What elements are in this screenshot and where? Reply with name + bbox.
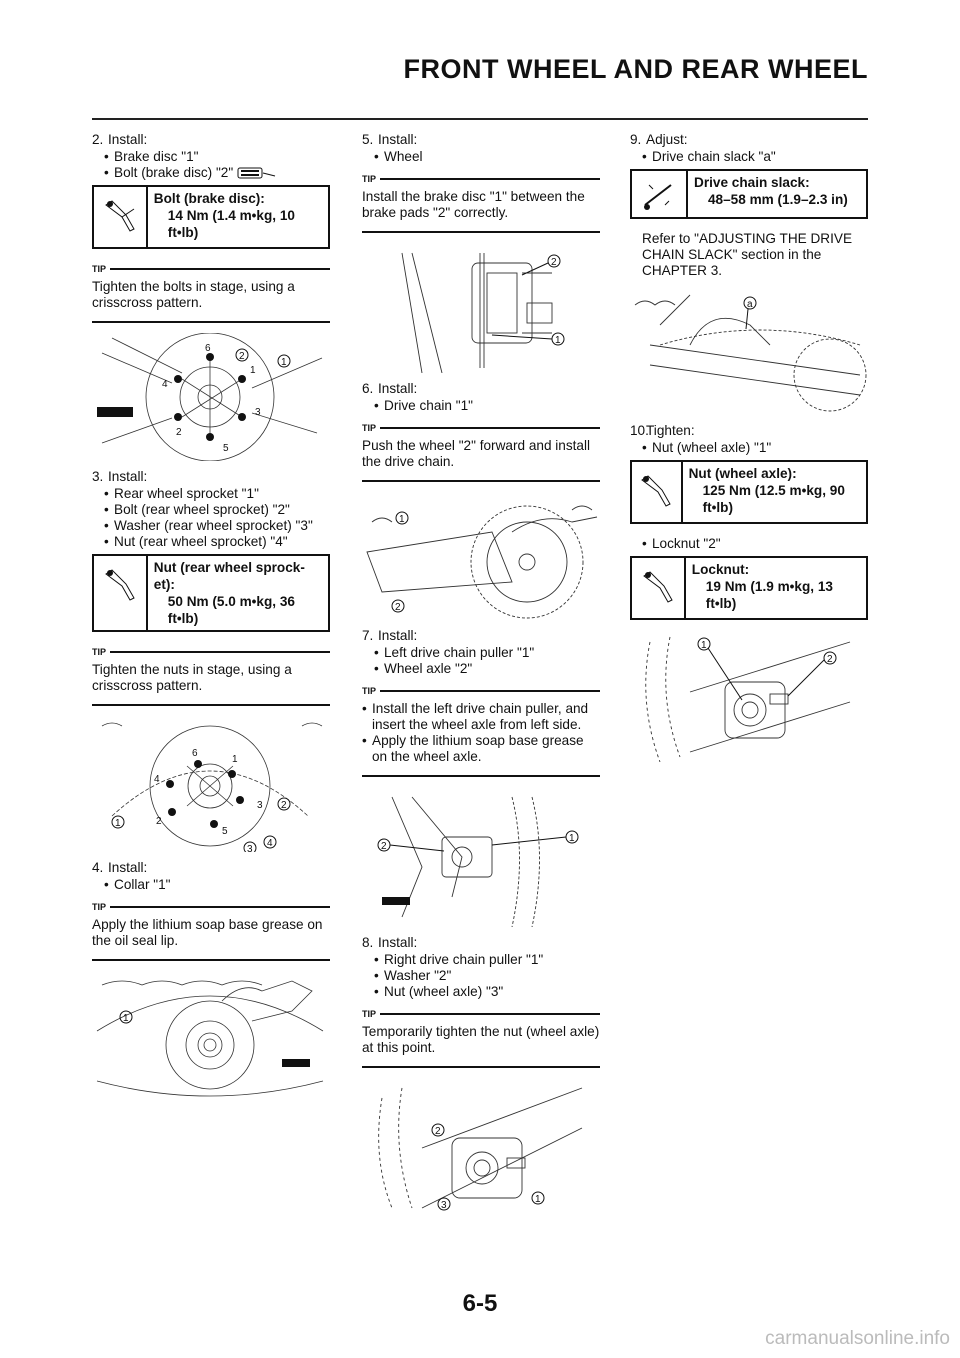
step-2-bullet-1: Brake disc "1"	[104, 149, 330, 165]
step-4: 4.Install:	[92, 860, 148, 875]
torque-box-brake-disc-bolt: Bolt (brake disc):14 Nm (1.4 m•kg, 10 ft…	[92, 185, 330, 249]
axle-nut-figure: 2 3 1	[378, 1087, 583, 1211]
torque-wrench-icon	[105, 569, 135, 601]
svg-text:3: 3	[247, 844, 253, 852]
tip-label: TIP	[92, 261, 330, 277]
column-left: 2.Install: Brake disc "1" Bolt (brake di…	[92, 132, 330, 1107]
chain-slack-figure: a	[634, 294, 867, 412]
svg-text:1: 1	[250, 365, 256, 376]
locknut-figure: 1 2	[645, 636, 851, 762]
svg-text:1: 1	[115, 818, 121, 829]
header-rule	[92, 118, 868, 120]
svg-text:3: 3	[255, 407, 261, 418]
step-10: 10.Tighten:	[630, 423, 695, 438]
torque-box-locknut: Locknut:19 Nm (1.9 m•kg, 13 ft•lb)	[630, 556, 868, 620]
wheel-axle-figure: 2 1	[377, 796, 579, 927]
svg-text:1: 1	[569, 833, 575, 844]
brake-disc-figure: 6 1 3 5 2 4 2 1	[97, 333, 323, 461]
svg-text:2: 2	[551, 257, 557, 268]
svg-text:2: 2	[381, 841, 387, 852]
torque-box-axle-nut: Nut (wheel axle):125 Nm (12.5 m•kg, 90 f…	[630, 460, 868, 524]
svg-text:4: 4	[154, 774, 160, 785]
torque-wrench-icon	[641, 475, 671, 507]
rear-sprocket-figure: 6 1 3 5 2 4 1 2 3 4	[101, 722, 323, 852]
svg-text:1: 1	[701, 640, 707, 651]
svg-text:a: a	[747, 299, 753, 310]
svg-text:2: 2	[239, 351, 245, 362]
page-number: 6-5	[462, 1290, 498, 1317]
svg-text:6: 6	[192, 748, 198, 759]
watermark: carmanualsonline.info	[765, 1328, 950, 1349]
column-middle: 5.Install: Wheel TIP Install the brake d…	[362, 132, 600, 1226]
svg-text:2: 2	[281, 800, 287, 811]
svg-text:5: 5	[222, 826, 228, 837]
svg-text:1: 1	[232, 754, 238, 765]
step-9: 9.Adjust:	[630, 132, 688, 147]
svg-text:4: 4	[267, 838, 273, 849]
step-6: 6.Install:	[362, 381, 418, 396]
tip-text: Tighten the bolts in stage, using a cris…	[92, 277, 330, 323]
torque-wrench-icon	[643, 571, 673, 603]
column-right: 9.Adjust: Drive chain slack "a" Drive ch…	[630, 132, 868, 770]
svg-text:2: 2	[827, 654, 833, 665]
step-2: 2.Install:	[92, 132, 148, 147]
torque-wrench-icon	[105, 200, 135, 232]
drive-chain-figure: 1 2	[366, 505, 598, 619]
svg-text:4: 4	[162, 379, 168, 390]
svg-text:1: 1	[399, 514, 405, 525]
reference-text: Refer to "ADJUSTING THE DRIVE CHAIN SLAC…	[642, 231, 853, 278]
svg-text:1: 1	[123, 1013, 129, 1024]
step-5: 5.Install:	[362, 132, 418, 147]
brake-caliper-figure: 2 1	[401, 252, 565, 373]
torque-box-sprocket-nut: Nut (rear wheel sprock-et):50 Nm (5.0 m•…	[92, 554, 330, 632]
measurement-icon	[644, 184, 672, 210]
step-7: 7.Install:	[362, 628, 418, 643]
svg-text:3: 3	[441, 1200, 447, 1211]
step-8: 8.Install:	[362, 935, 418, 950]
svg-text:2: 2	[176, 427, 182, 438]
svg-text:5: 5	[223, 443, 229, 454]
spec-box-chain-slack: Drive chain slack:48–58 mm (1.9–2.3 in)	[630, 169, 868, 219]
svg-text:1: 1	[555, 335, 561, 346]
svg-text:3: 3	[257, 800, 263, 811]
svg-text:2: 2	[395, 602, 401, 613]
svg-text:2: 2	[156, 816, 162, 827]
step-2-bullet-2: Bolt (brake disc) "2"	[104, 165, 330, 181]
svg-text:2: 2	[435, 1126, 441, 1137]
svg-text:1: 1	[281, 357, 287, 368]
collar-figure: 1	[96, 980, 324, 1097]
locktite-icon	[237, 167, 276, 179]
svg-text:6: 6	[205, 343, 211, 354]
svg-text:1: 1	[535, 1194, 541, 1205]
step-3: 3.Install:	[92, 469, 148, 484]
page-header-title: FRONT WHEEL AND REAR WHEEL	[403, 54, 868, 84]
